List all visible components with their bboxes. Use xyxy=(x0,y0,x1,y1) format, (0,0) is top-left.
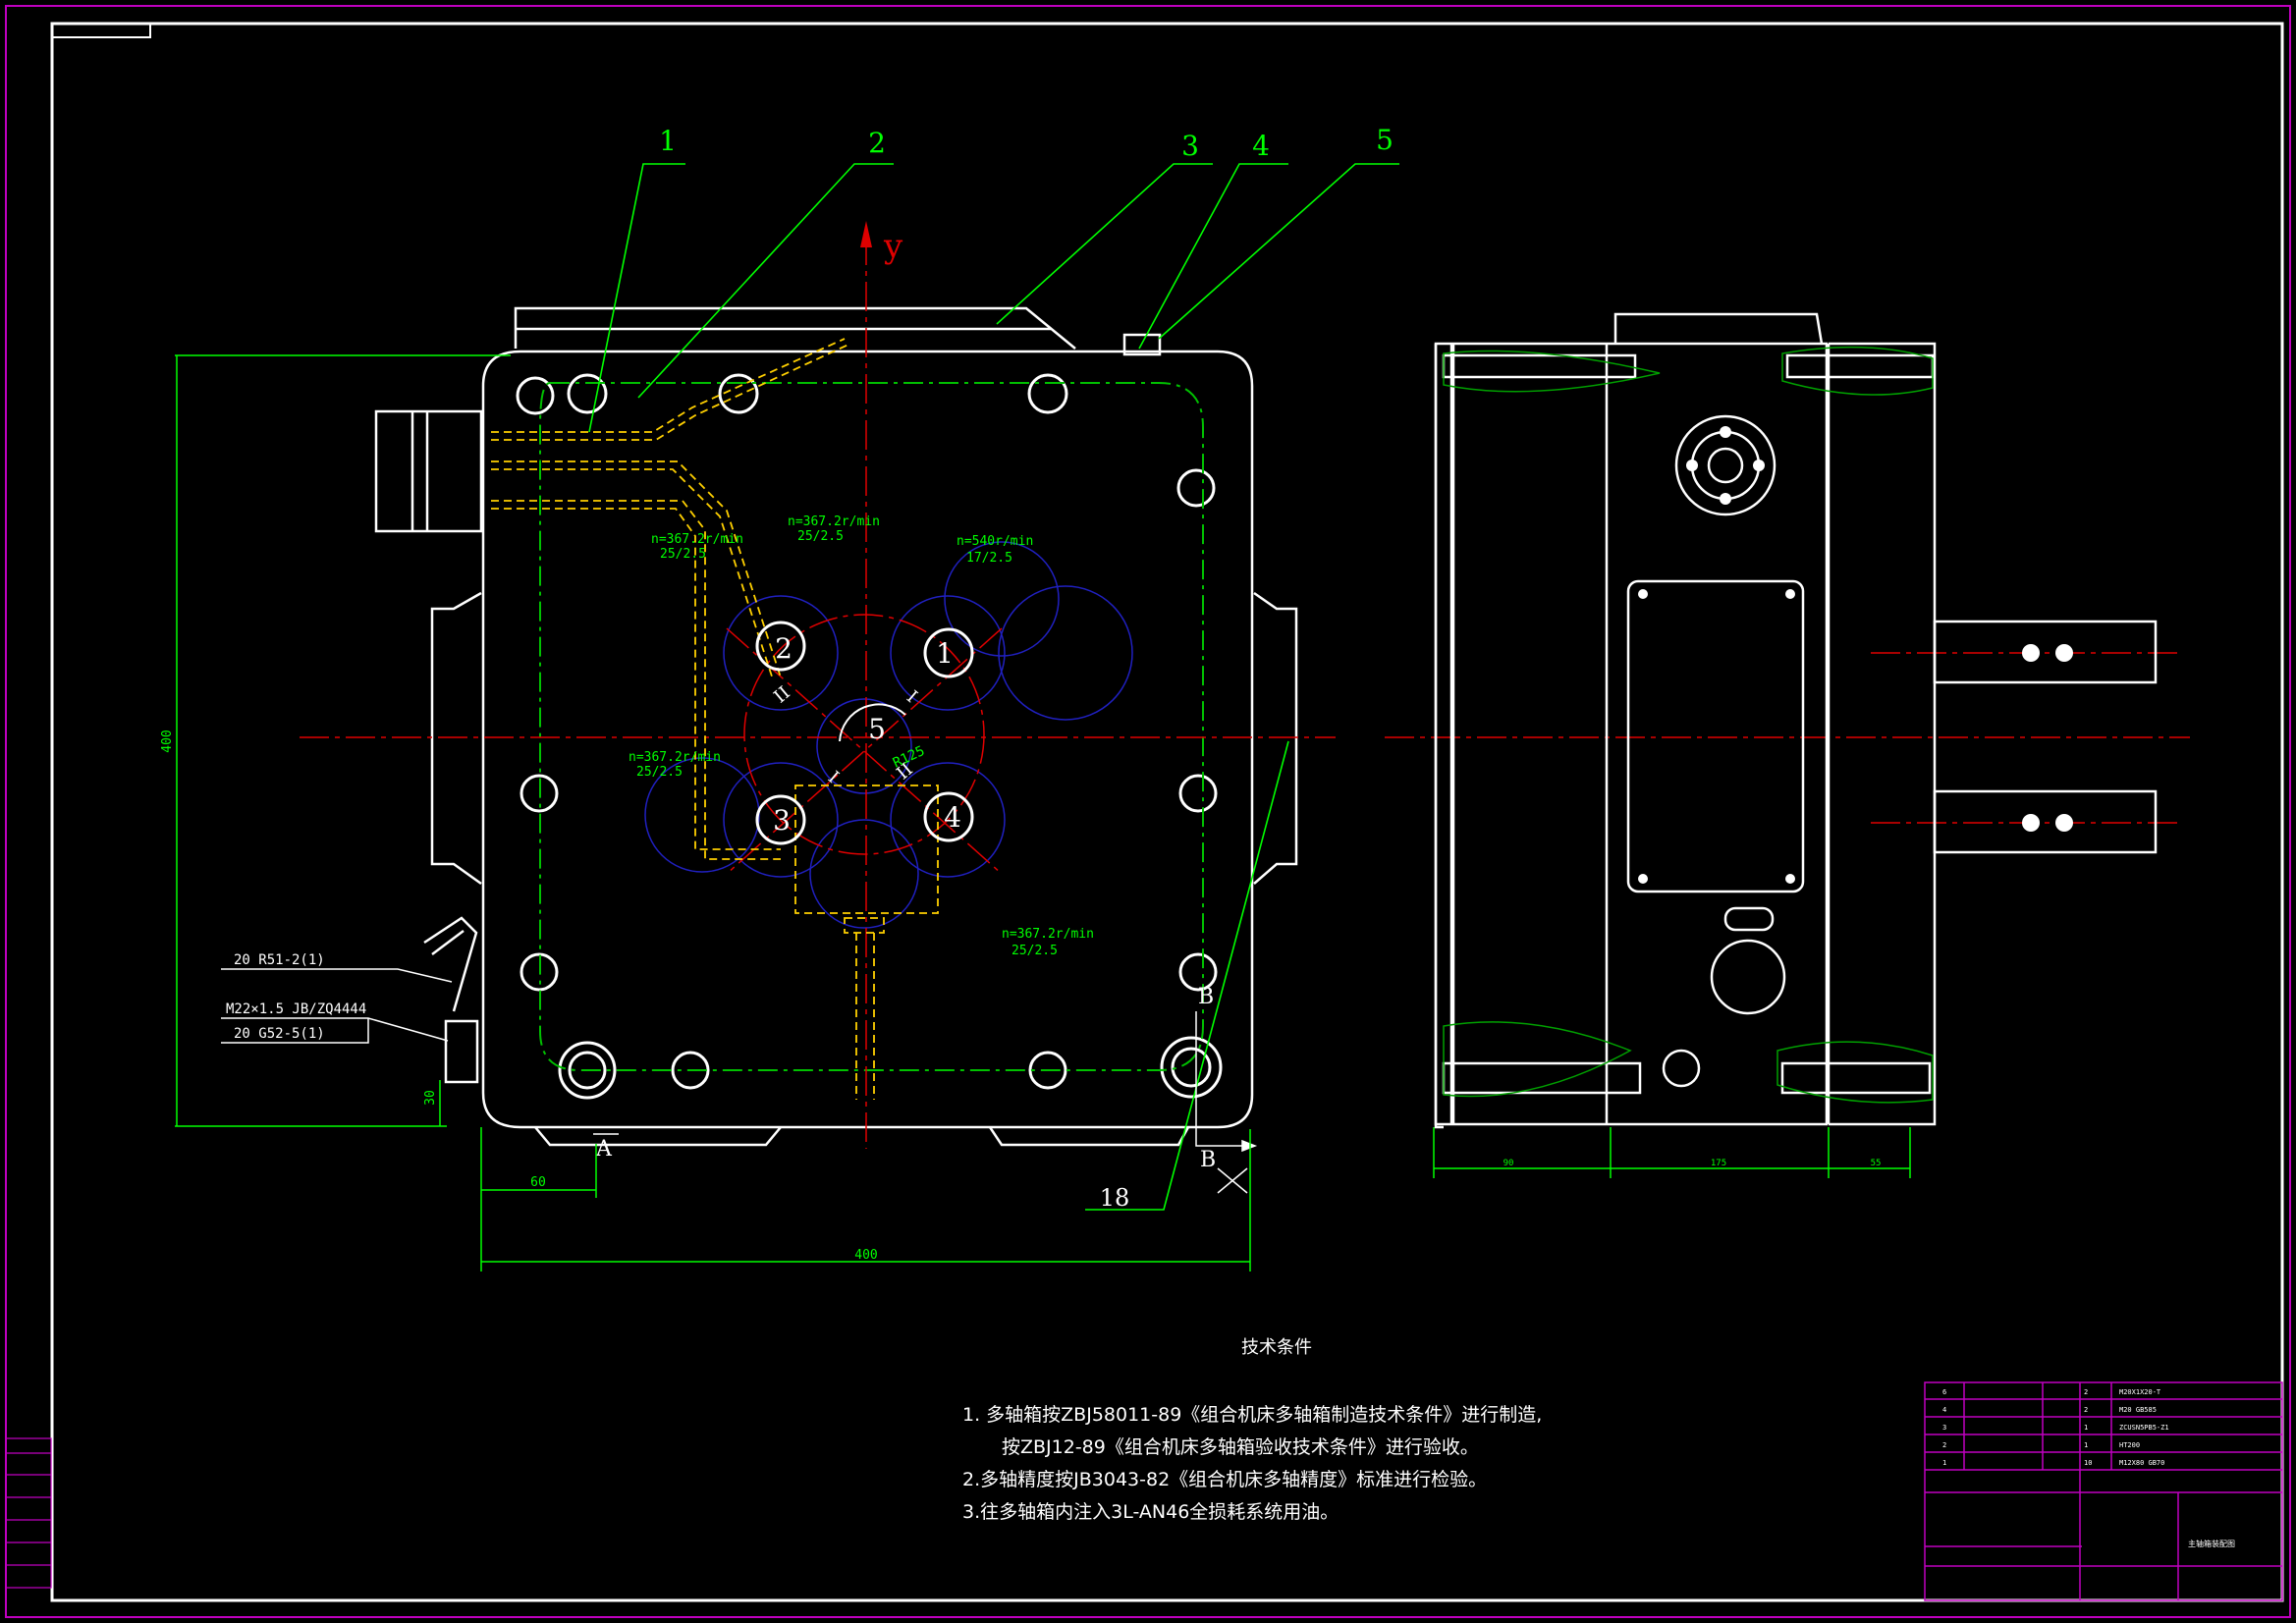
callout-3: 3 xyxy=(1181,130,1199,162)
tb-cell: 10 xyxy=(2084,1459,2092,1467)
sheet-border xyxy=(5,5,2291,1618)
side-small-holes xyxy=(1638,426,2073,884)
section-arrows xyxy=(593,1011,1258,1194)
speed-note-ratio: 25/2.5 xyxy=(660,547,706,562)
speed-note: n=367.2r/min xyxy=(1002,927,1094,942)
callout-leaders xyxy=(588,163,1399,1211)
axis-label: y xyxy=(883,227,903,266)
callout-2: 2 xyxy=(868,127,886,159)
speed-note-ratio: 25/2.5 xyxy=(636,765,683,780)
spindle-label-3: 3 xyxy=(773,804,791,837)
spindle-label-1: 1 xyxy=(936,637,954,670)
note-drain-plug: 20 G52-5(1) xyxy=(234,1026,325,1042)
drawing-frame xyxy=(50,22,2284,1602)
tb-cell: M20 GB585 xyxy=(2119,1406,2157,1414)
tb-cell: 2 xyxy=(2084,1406,2088,1414)
tb-cell: 2 xyxy=(1942,1441,1946,1449)
tb-cell: 1 xyxy=(1942,1459,1946,1467)
spindle-label-2: 2 xyxy=(775,632,793,665)
tech-line-4: 3.往多轴箱内注入3L-AN46全损耗系统用油。 xyxy=(962,1501,1339,1523)
tb-cell: 1 xyxy=(2084,1441,2088,1449)
speed-note: n=367.2r/min xyxy=(788,514,880,529)
dim-side-c: 55 xyxy=(1871,1159,1882,1168)
tb-cell: HT200 xyxy=(2119,1441,2140,1449)
speed-note: n=367.2r/min xyxy=(629,750,721,765)
callout-18: 18 xyxy=(1100,1184,1130,1212)
dim-height: 400 xyxy=(160,730,175,752)
tb-cell: 3 xyxy=(1942,1424,1946,1432)
tb-cell: 4 xyxy=(1942,1406,1946,1414)
side-hatches xyxy=(1443,346,1934,1104)
y-axis: y xyxy=(860,221,903,266)
tech-title: 技术条件 xyxy=(1241,1337,1312,1358)
drawing-name: 主轴箱装配图 xyxy=(2188,1539,2235,1548)
tb-cell: 6 xyxy=(1942,1388,1946,1396)
left-note-leaders xyxy=(221,968,453,1044)
callout-5: 5 xyxy=(1376,124,1394,156)
spindles xyxy=(755,621,974,845)
note-thread: M22×1.5 JB/ZQ4444 xyxy=(226,1001,366,1017)
tech-line-3: 2.多轴精度按JB3043-82《组合机床多轴精度》标准进行检验。 xyxy=(962,1469,1487,1490)
tb-cell: 1 xyxy=(2084,1424,2088,1432)
callout-1: 1 xyxy=(659,125,677,157)
speed-notes: n=367.2r/min 25/2.5 n=367.2r/min 25/2.5 … xyxy=(629,514,1094,958)
callout-4: 4 xyxy=(1252,130,1270,162)
section-mark-b-bottom: B xyxy=(1200,1148,1216,1172)
speed-note-ratio: 25/2.5 xyxy=(1011,944,1058,958)
tb-cell: 2 xyxy=(2084,1388,2088,1396)
spindle-label-5: 5 xyxy=(868,713,886,745)
gear-circles xyxy=(644,541,1133,929)
side-table xyxy=(5,1437,52,1589)
dim-offset-x: 60 xyxy=(530,1175,546,1190)
speed-note: n=367.2r/min xyxy=(651,532,743,547)
speed-note-ratio: 25/2.5 xyxy=(797,529,844,544)
frame-tab xyxy=(51,23,151,38)
dimension-lines xyxy=(175,354,1911,1271)
dim-side-b: 175 xyxy=(1711,1159,1726,1168)
speed-note-ratio: 17/2.5 xyxy=(966,551,1012,566)
title-block xyxy=(1924,1381,2283,1601)
tech-line-1: 1. 多轴箱按ZBJ58011-89《组合机床多轴箱制造技术条件》进行制造, xyxy=(962,1404,1542,1426)
dim-width: 400 xyxy=(854,1248,877,1263)
tech-line-2: 按ZBJ12-89《组合机床多轴箱验收技术条件》进行验收。 xyxy=(1002,1436,1479,1458)
speed-note: n=540r/min xyxy=(957,534,1033,549)
tb-cell: ZCUSN5PB5-Z1 xyxy=(2119,1424,2169,1432)
section-mark-b-top: B xyxy=(1198,985,1214,1009)
spindle-label-4: 4 xyxy=(944,801,961,834)
front-view xyxy=(374,306,1298,1147)
tb-cell: M12X80 GB70 xyxy=(2119,1459,2164,1467)
tb-cell: M20X1X20-T xyxy=(2119,1388,2161,1396)
dim-side-a: 90 xyxy=(1503,1159,1514,1168)
oil-pipes xyxy=(491,338,939,1100)
title-block-rows: 6 2 M20X1X20-T 4 2 M20 GB585 3 1 ZCUSN5P… xyxy=(1942,1388,2169,1467)
section-mark-a: A xyxy=(595,1137,613,1162)
dim-offset-y: 30 xyxy=(423,1090,438,1106)
inner-contour xyxy=(539,382,1204,1071)
note-oil-filler: 20 R51-2(1) xyxy=(234,952,325,968)
